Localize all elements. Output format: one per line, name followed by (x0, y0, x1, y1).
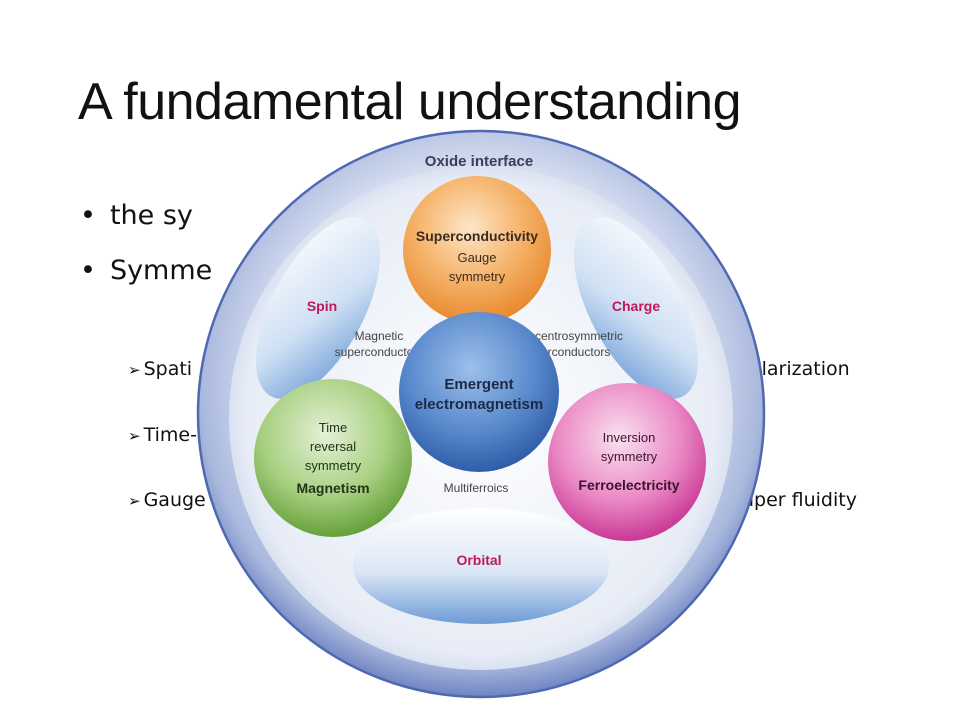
arrow-bullet-icon: ➢ (128, 361, 141, 379)
bullet-2-text: Symme (109, 255, 213, 286)
subitem-3: ➢Gauge (128, 489, 206, 511)
emergent-line1: Emergent (444, 376, 513, 393)
subitem-2: ➢Time- (128, 424, 197, 446)
magnetism-line3: symmetry (305, 458, 362, 473)
arrow-bullet-icon: ➢ (128, 492, 141, 510)
bullet-dot: • (80, 255, 96, 286)
arrow-bullet-icon: ➢ (128, 427, 141, 445)
emergent-line2: electromagnetism (415, 396, 543, 413)
superconductivity-line1: Gauge (457, 250, 496, 265)
slide-title: A fundamental understanding (78, 73, 742, 131)
magnetic-sc-line2: superconductors (335, 345, 424, 359)
orbital-label: Orbital (456, 552, 501, 568)
subitem-1-text: Spati (143, 358, 193, 380)
superconductivity-circle (403, 176, 551, 324)
multiferroics-label: Multiferroics (444, 481, 509, 495)
ferroelectricity-circle (548, 383, 706, 541)
emergent-circle (399, 312, 559, 472)
outer-label: Oxide interface (425, 153, 533, 170)
bullet-1-text: the sy (109, 200, 193, 231)
bullet-dot: • (80, 200, 96, 231)
bullet-1: • the sy (80, 200, 193, 231)
subitem-3-right: uper fluidity (742, 489, 857, 511)
magnetism-circle (254, 379, 412, 537)
subitem-1: ➢Spati (128, 358, 192, 380)
magnetism-line1: Time (319, 420, 347, 435)
magnetism-line2: reversal (310, 439, 356, 454)
spin-oval (255, 217, 381, 399)
ferro-line2: symmetry (601, 449, 658, 464)
magnetic-sc-line1: Magnetic (355, 329, 404, 343)
spin-label: Spin (307, 298, 337, 314)
superconductivity-line2: symmetry (449, 269, 506, 284)
superconductivity-title: Superconductivity (416, 228, 538, 244)
magnetism-title: Magnetism (296, 480, 369, 496)
charge-label: Charge (612, 298, 660, 314)
subitem-3-text: Gauge (143, 489, 206, 511)
subitem-2-text: Time- (143, 424, 197, 446)
ferro-line1: Inversion (603, 430, 656, 445)
charge-oval (573, 217, 699, 399)
bullet-2: • Symme (80, 255, 212, 286)
ferro-title: Ferroelectricity (578, 477, 679, 493)
orbital-oval (353, 508, 609, 624)
subitem-1-right: olarization (750, 358, 850, 380)
